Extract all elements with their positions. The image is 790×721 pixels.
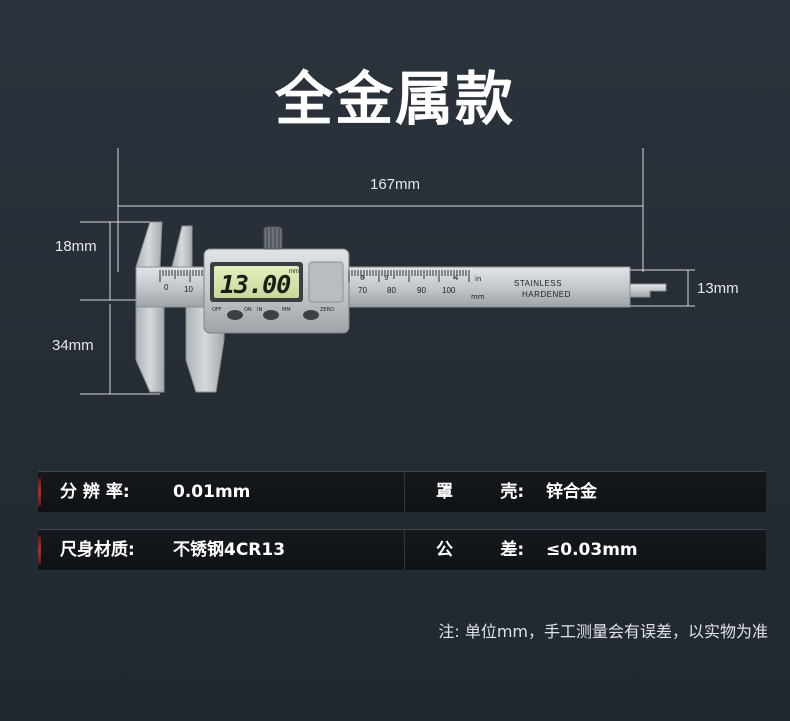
spec-label-resolution: 分 辨 率: [60, 482, 130, 502]
unit-in-label: in [475, 275, 482, 283]
button-on-label: ON [244, 307, 252, 313]
scale-small-9: 9 [384, 274, 389, 282]
scale-number-100: 100 [442, 286, 456, 295]
scale-small-6: 6 [360, 274, 365, 282]
spec-value-material: 不锈钢4CR13 [173, 540, 286, 560]
spec-value-resolution: 0.01mm [173, 482, 251, 502]
scale-number-80: 80 [387, 286, 396, 295]
spec-row-2: 尺身材质: 不锈钢4CR13 公 差: ≤0.03mm [38, 529, 766, 570]
button-in-label: IN [257, 307, 263, 313]
button-zero-label: ZERO [320, 307, 334, 313]
slider-jaw-upper [171, 225, 193, 268]
spec-value-tolerance: ≤0.03mm [546, 540, 638, 560]
scale-number-90: 90 [417, 286, 426, 295]
depth-rod [629, 283, 667, 298]
fixed-jaw-upper [135, 221, 163, 268]
thumb-wheel [263, 226, 283, 250]
scale-number-10: 10 [184, 285, 193, 294]
dim-tail-label: 13mm [697, 280, 739, 297]
row-accent-bar [38, 536, 41, 564]
unit-mm-label: mm [471, 293, 485, 301]
spec-label-material: 尺身材质: [60, 540, 135, 560]
scale-small-4: 4 [454, 274, 459, 282]
lcd-value: 13.00 [220, 270, 291, 299]
page-title: 全金属款 [274, 65, 515, 133]
brand-line-2: HARDENED [522, 290, 571, 299]
brand-line-1: STAINLESS [514, 279, 562, 288]
caliper-drawing [80, 148, 695, 395]
spec-label-tolerance: 公 差: [436, 540, 525, 560]
fixed-jaw-lower [135, 306, 165, 393]
spec-value-housing: 锌合金 [546, 482, 597, 502]
dim-length-label: 167mm [370, 176, 421, 193]
spec-label-housing: 罩 壳: [436, 482, 525, 502]
scale-number-70: 70 [358, 286, 367, 295]
lcd-unit: mm [289, 269, 299, 275]
dim-jaw-lower-label: 34mm [52, 337, 94, 354]
button-off-label: OFF [212, 307, 222, 313]
row-divider [404, 530, 405, 570]
dimension-lines [80, 148, 695, 395]
row-accent-bar [38, 478, 41, 506]
spec-row-1: 分 辨 率: 0.01mm 罩 壳: 锌合金 [38, 471, 766, 512]
button-mm-label: MM [282, 307, 291, 313]
scale-number-0: 0 [164, 283, 169, 292]
row-divider [404, 472, 405, 512]
footnote: 注: 单位mm，手工测量会有误差，以实物为准 [438, 622, 768, 641]
dim-jaw-upper-label: 18mm [55, 238, 97, 255]
scale-ticks [159, 270, 470, 282]
lcd-screen [214, 266, 299, 298]
caliper-illustration: 13.00 mm 0 10 70 80 90 100 6 9 4 in mm S… [52, 148, 739, 395]
